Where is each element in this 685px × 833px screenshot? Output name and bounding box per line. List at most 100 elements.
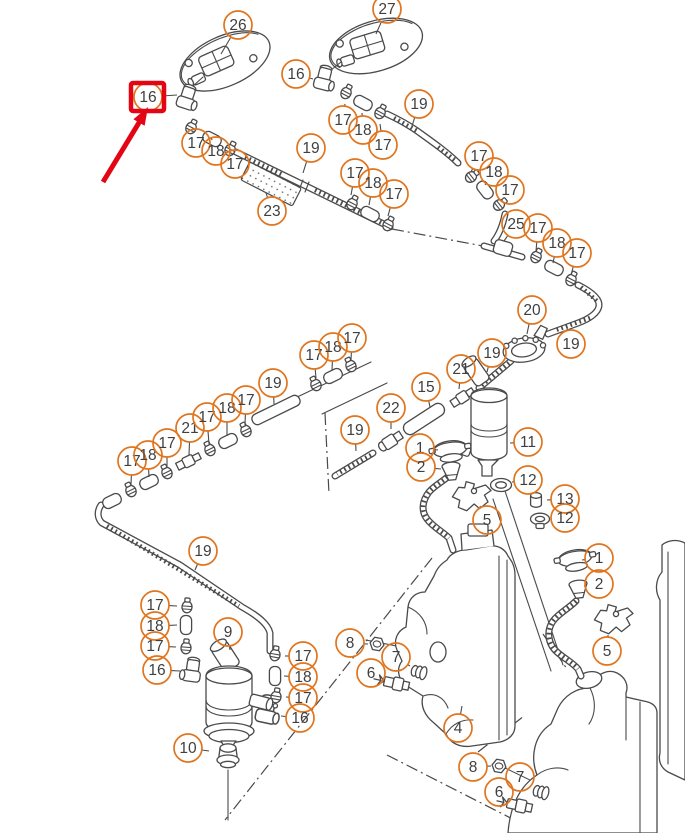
callout-21-36[interactable] (175, 413, 205, 443)
callout-11-44[interactable] (513, 427, 543, 457)
callout-17-2[interactable] (181, 128, 211, 158)
callout-leader-18-21 (552, 256, 555, 264)
callout-17-37[interactable] (192, 402, 222, 432)
bracket-5 (450, 478, 494, 513)
callout-7-67[interactable] (505, 762, 535, 792)
callout-18-34[interactable] (133, 440, 163, 470)
callout-number-17: 17 (305, 347, 322, 364)
callout-2-64[interactable] (584, 569, 614, 599)
callout-18-56[interactable] (288, 662, 318, 692)
highlight-annotation (100, 80, 167, 184)
callout-number-1: 1 (595, 550, 604, 567)
callout-17-9[interactable] (328, 105, 358, 135)
callout-18-31[interactable] (318, 332, 348, 362)
callout-16-52[interactable] (142, 655, 172, 685)
callout-17-4[interactable] (220, 149, 250, 179)
callout-17-20[interactable] (523, 213, 553, 243)
callout-25-19[interactable] (501, 209, 531, 239)
phantom-line (391, 228, 484, 247)
callout-17-39[interactable] (231, 385, 261, 415)
bracket-5 (592, 601, 636, 636)
callout-20-23[interactable] (517, 295, 547, 325)
callout-18-14[interactable] (358, 168, 388, 198)
callout-9-53[interactable] (213, 617, 243, 647)
callout-6-68[interactable] (484, 777, 514, 807)
callout-leader-19-24 (565, 323, 569, 331)
clamp-17-part (121, 480, 139, 500)
callout-number-19: 19 (410, 96, 427, 113)
callout-1-42[interactable] (405, 433, 435, 463)
callout-number-17: 17 (385, 186, 402, 203)
callout-17-35[interactable] (152, 428, 182, 458)
callout-2-43[interactable] (406, 452, 436, 482)
callout-leader-17-15 (387, 207, 391, 217)
callout-8-59[interactable] (335, 628, 365, 658)
callout-number-19: 19 (194, 543, 211, 560)
callout-19-5[interactable] (296, 133, 326, 163)
callout-number-17: 17 (470, 148, 487, 165)
callout-number-10: 10 (179, 740, 197, 757)
callout-19-29[interactable] (340, 415, 370, 445)
pump-feed-lines (492, 490, 564, 672)
callout-19-24[interactable] (556, 329, 586, 359)
callout-17-55[interactable] (288, 641, 318, 671)
callout-18-17[interactable] (479, 157, 509, 187)
callout-15-27[interactable] (411, 372, 441, 402)
callout-number-17: 17 (529, 220, 546, 237)
callout-number-18: 18 (294, 669, 311, 686)
callout-17-15[interactable] (379, 179, 409, 209)
callout-8-66[interactable] (458, 752, 488, 782)
callout-4-62[interactable] (443, 713, 473, 743)
callout-27-7[interactable] (372, 0, 402, 24)
clamp-17-part (179, 638, 193, 655)
callout-16-8[interactable] (281, 59, 311, 89)
callout-17-51[interactable] (140, 631, 170, 661)
callout-number-1: 1 (416, 440, 425, 457)
callout-17-49[interactable] (140, 590, 170, 620)
callout-22-28[interactable] (376, 393, 406, 423)
callout-19-25[interactable] (477, 338, 507, 368)
callout-10-54[interactable] (173, 733, 203, 763)
callout-19-12[interactable] (404, 89, 434, 119)
callout-19-40[interactable] (258, 368, 288, 398)
callout-leader-10-54 (201, 749, 210, 752)
callout-17-22[interactable] (562, 238, 592, 268)
callout-17-18[interactable] (495, 175, 525, 205)
callout-leader-4-62 (459, 705, 463, 715)
callout-5-65[interactable] (592, 636, 622, 666)
callout-leader-17-30 (314, 368, 317, 379)
callout-7-60[interactable] (381, 642, 411, 672)
highlight-arrow (100, 119, 143, 184)
tube-18-part (321, 366, 345, 386)
callout-17-32[interactable] (337, 323, 367, 353)
callout-17-16[interactable] (464, 141, 494, 171)
callout-17-13[interactable] (340, 158, 370, 188)
callout-12-47[interactable] (550, 503, 580, 533)
callout-23-6[interactable] (257, 196, 287, 226)
callout-18-10[interactable] (348, 115, 378, 145)
callout-16-58[interactable] (285, 703, 315, 733)
callout-26-0[interactable] (223, 10, 253, 40)
callout-17-11[interactable] (368, 130, 398, 160)
callout-17-33[interactable] (117, 446, 147, 476)
callout-17-57[interactable] (288, 683, 318, 713)
callout-leader-19-41 (194, 563, 199, 571)
callout-19-41[interactable] (188, 536, 218, 566)
callout-18-21[interactable] (542, 228, 572, 258)
callout-number-18: 18 (324, 339, 341, 356)
callout-1-63[interactable] (584, 543, 614, 573)
clamp-17-part (528, 246, 546, 266)
callout-12-45[interactable] (513, 465, 543, 495)
callout-leader-17-20 (535, 241, 538, 252)
callout-number-17: 17 (334, 112, 351, 129)
callout-21-26[interactable] (446, 354, 476, 384)
callout-18-50[interactable] (140, 611, 170, 641)
clamp-17-part (341, 355, 359, 375)
callout-leader-2-43 (434, 467, 442, 470)
callout-number-8: 8 (469, 759, 478, 776)
callout-17-30[interactable] (299, 340, 329, 370)
callout-5-48[interactable] (472, 505, 502, 535)
callout-18-38[interactable] (212, 393, 242, 423)
callout-13-46[interactable] (550, 484, 580, 514)
callout-6-61[interactable] (356, 658, 386, 688)
